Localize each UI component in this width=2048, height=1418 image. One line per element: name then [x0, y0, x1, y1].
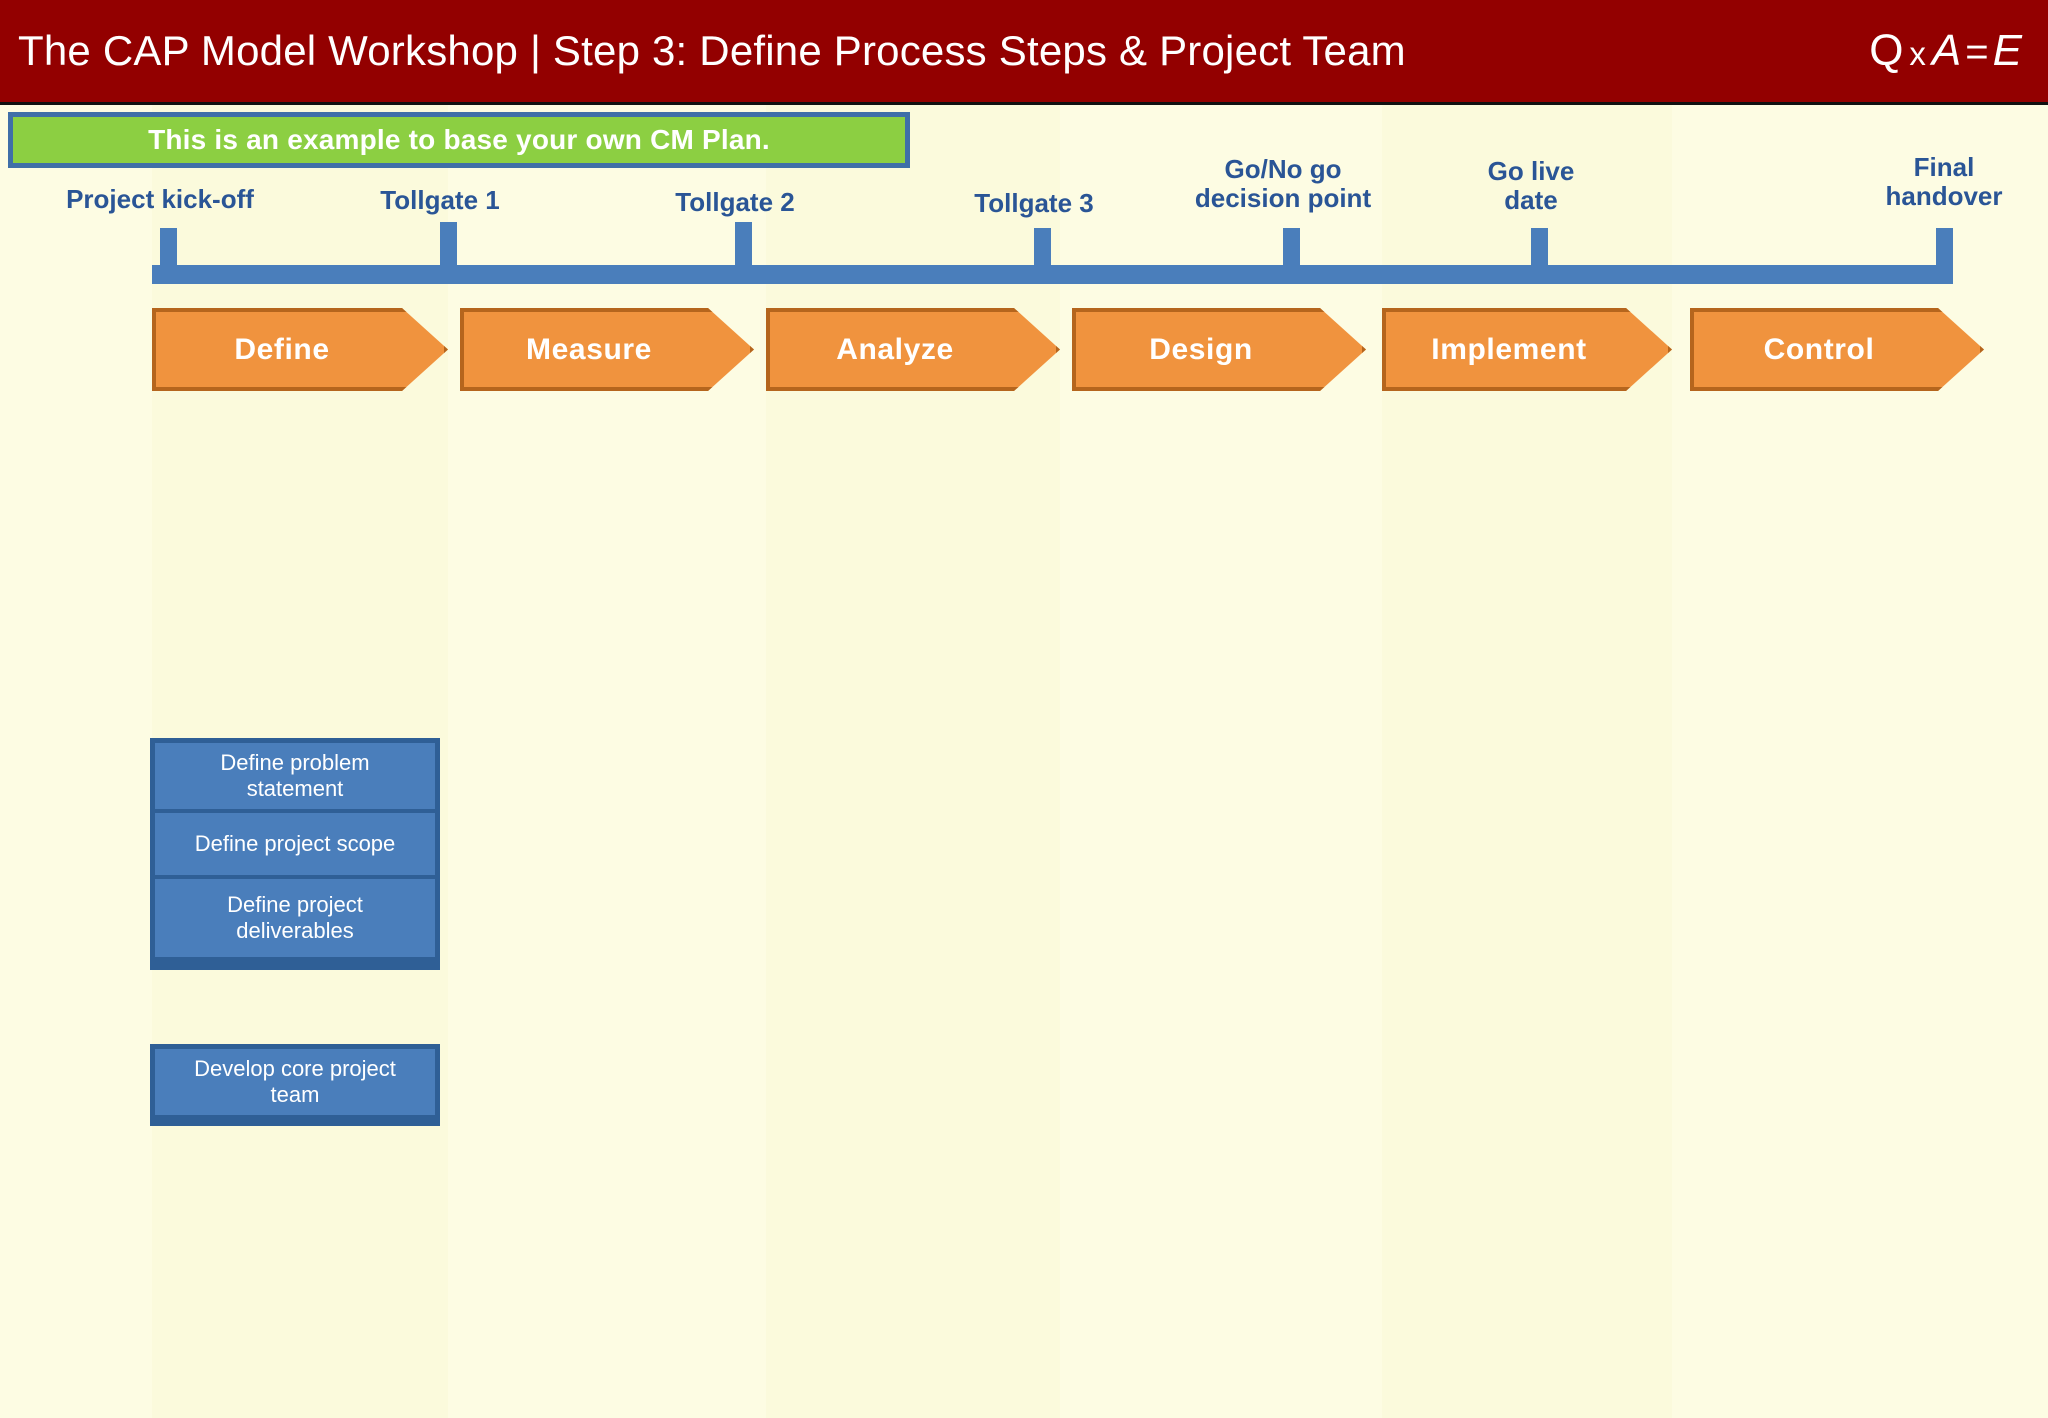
task-box[interactable]: Develop core project team	[155, 1049, 435, 1115]
milestone-label-5: Go live date	[1487, 156, 1575, 216]
milestone-label-1: Tollgate 1	[380, 185, 500, 215]
formula-times-icon: x	[1909, 35, 1926, 72]
timeline-tick-5	[1531, 228, 1548, 284]
milestone-label-2: Tollgate 2	[675, 187, 795, 217]
page-title: The CAP Model Workshop | Step 3: Define …	[18, 27, 1406, 74]
header-bar: The CAP Model Workshop | Step 3: Define …	[0, 0, 2048, 105]
formula-e: E	[1992, 26, 2022, 75]
timeline-tick-2	[735, 222, 752, 284]
phase-chevron-label: Control	[1763, 332, 1875, 366]
phase-chevron-define[interactable]: Define	[152, 308, 448, 391]
timeline-tick-6	[1936, 228, 1953, 284]
timeline-tick-4	[1283, 228, 1300, 284]
task-box-label: Define problem statement	[220, 749, 370, 801]
phase-chevron-control[interactable]: Control	[1690, 308, 1984, 391]
formula-equals: =	[1965, 30, 1989, 74]
phase-chevron-label: Define	[234, 332, 330, 366]
phase-chevron-label: Design	[1149, 332, 1253, 366]
milestone-label-6: Final handover	[1885, 152, 2003, 212]
phase-chevron-label: Measure	[526, 332, 652, 366]
formula-a: A	[1931, 26, 1962, 75]
phase-chevron-measure[interactable]: Measure	[460, 308, 754, 391]
task-box-label: Define project scope	[194, 830, 396, 856]
timeline-tick-0	[160, 228, 177, 284]
phase-chevron-design[interactable]: Design	[1072, 308, 1366, 391]
timeline-tick-3	[1034, 228, 1051, 284]
phase-chevron-label: Implement	[1431, 332, 1587, 366]
callout-banner: This is an example to base your own CM P…	[8, 112, 910, 168]
formula-q: Q	[1869, 26, 1904, 75]
team-tasks-group: Develop core project team	[150, 1044, 440, 1126]
task-box-label: Develop core project team	[194, 1055, 396, 1107]
column-band-1	[766, 105, 1060, 1418]
phase-chevron-implement[interactable]: Implement	[1382, 308, 1672, 391]
task-box[interactable]: Define project deliverables	[155, 879, 435, 957]
phase-chevron-analyze[interactable]: Analyze	[766, 308, 1060, 391]
task-box[interactable]: Define project scope	[155, 813, 435, 875]
task-box-label: Define project deliverables	[227, 891, 363, 943]
timeline-bar	[152, 265, 1952, 284]
timeline-tick-1	[440, 222, 457, 284]
milestone-label-0: Project kick-off	[66, 184, 254, 214]
phase-chevron-label: Analyze	[836, 332, 954, 366]
callout-banner-text: This is an example to base your own CM P…	[148, 124, 770, 155]
column-band-2	[1382, 105, 1672, 1418]
milestone-label-3: Tollgate 3	[974, 188, 1094, 218]
task-box[interactable]: Define problem statement	[155, 743, 435, 809]
milestone-label-4: Go/No go decision point	[1194, 154, 1372, 214]
